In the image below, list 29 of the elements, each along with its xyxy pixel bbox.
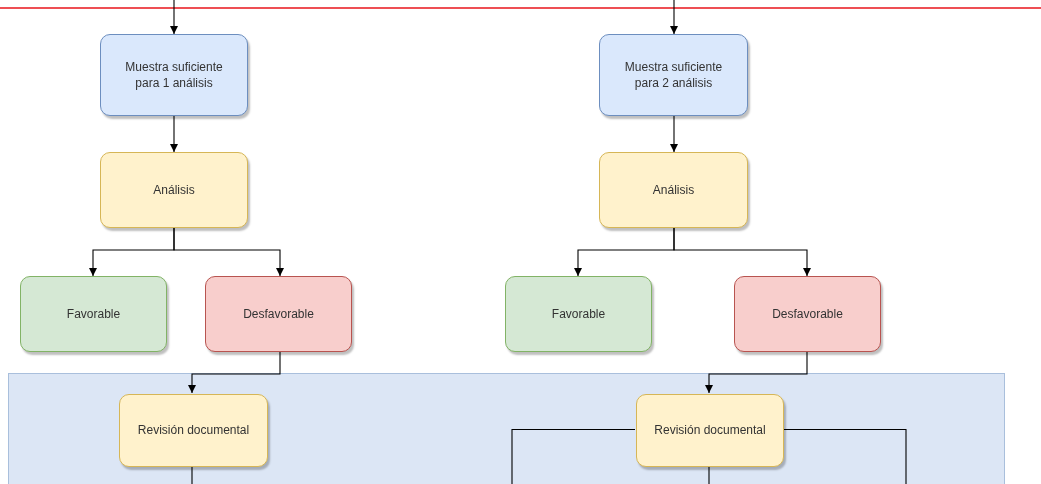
result-box	[20, 276, 167, 352]
process-box	[100, 34, 248, 116]
box-label: Muestra suficiente para 2 análisis	[623, 58, 724, 92]
process-box	[100, 152, 248, 228]
group-band	[8, 373, 1005, 484]
connector-arrow	[673, 227, 811, 277]
process-box	[636, 394, 784, 467]
result-box	[734, 276, 881, 352]
connector-arrow	[705, 351, 808, 394]
box-label: Muestra suficiente para 1 análisis	[124, 58, 224, 92]
connector-arrow	[188, 351, 281, 394]
box-label: Revisión documental	[653, 422, 767, 439]
connector-arrow	[170, 115, 178, 153]
box-label: Análisis	[651, 181, 696, 199]
result-box	[205, 276, 352, 352]
box-label: Favorable	[550, 305, 607, 323]
connector-arrow	[170, 0, 178, 35]
process-box	[599, 152, 748, 228]
connector-arrow	[173, 227, 284, 277]
box-label: Favorable	[65, 305, 122, 323]
process-box	[119, 394, 268, 467]
process-box	[599, 34, 748, 116]
box-label: Análisis	[152, 181, 196, 199]
connector-arrow	[670, 115, 678, 153]
box-label: Revisión documental	[136, 422, 251, 439]
box-label: Desfavorable	[771, 305, 844, 323]
result-box	[505, 276, 652, 352]
connector-arrow	[670, 0, 678, 35]
box-label: Desfavorable	[242, 305, 315, 323]
